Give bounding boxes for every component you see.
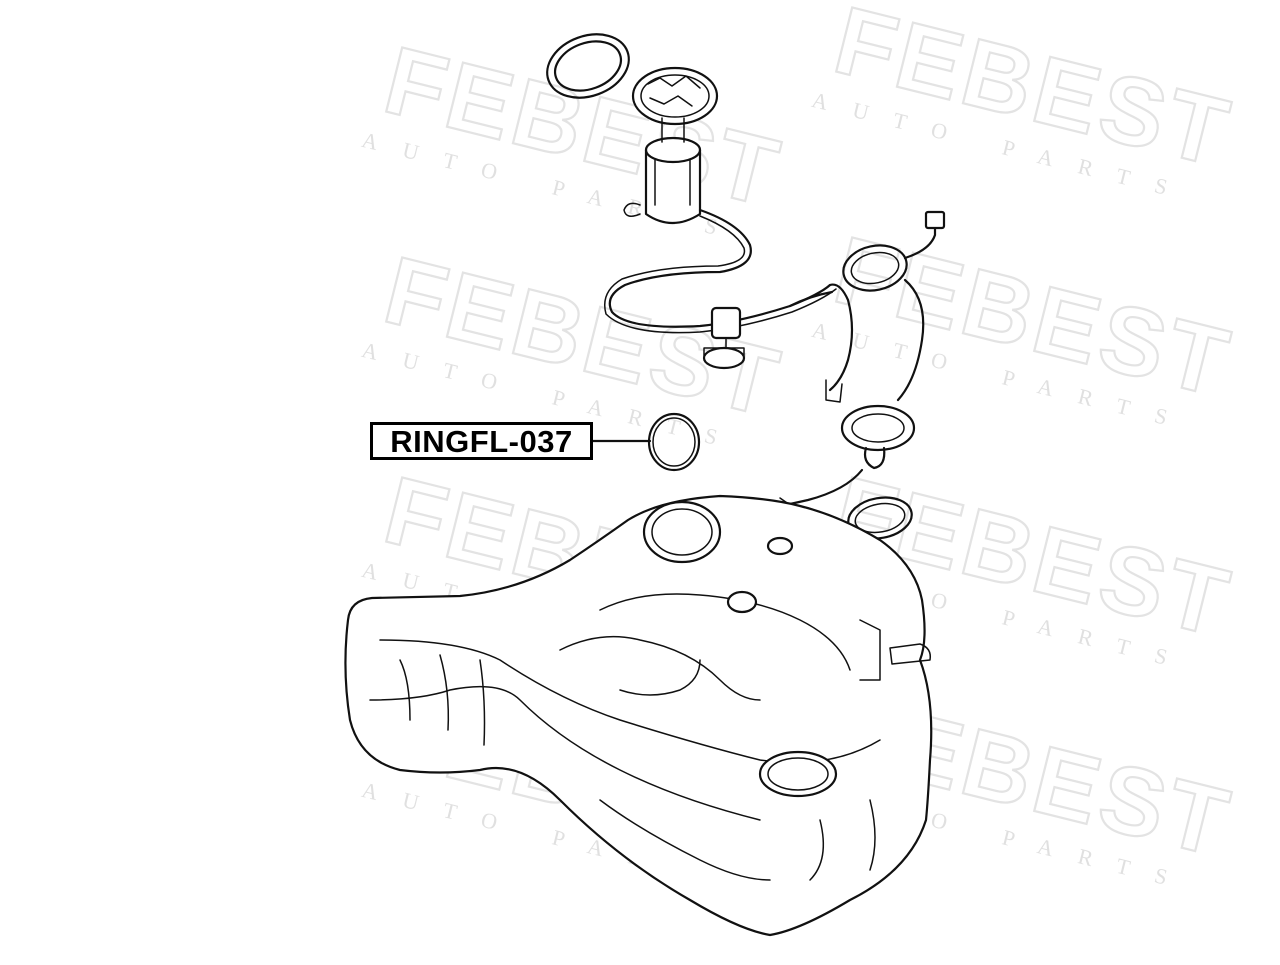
fuel-pump-module	[623, 66, 719, 225]
top-seal-ring	[546, 33, 630, 99]
level-sender-ring	[842, 210, 946, 402]
fuel-tank	[344, 494, 933, 937]
pump-wiring-harness	[604, 208, 854, 403]
aux-sender-module	[779, 404, 916, 513]
part-number-text: RINGFL-037	[390, 423, 573, 459]
part-number-label: RINGFL-037	[370, 422, 593, 460]
central-fitting	[702, 306, 746, 370]
